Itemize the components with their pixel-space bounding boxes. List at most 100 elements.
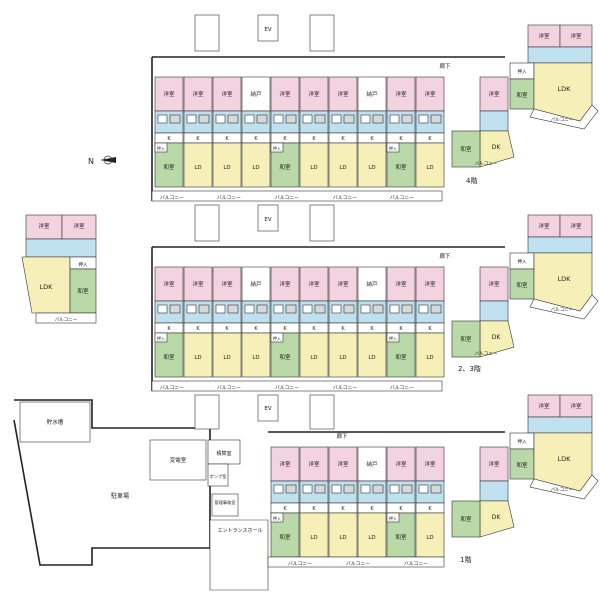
floors-group: EV廊下洋室K和室押入洋室KLD洋室KLD納戸KLD洋室K和室押入洋室KLD洋室… xyxy=(13,14,599,591)
balcony-strip xyxy=(151,190,443,202)
room-label: 洋室 xyxy=(337,460,349,468)
washroom xyxy=(169,114,181,124)
room-label: LDK xyxy=(558,85,572,93)
room-japanese xyxy=(451,130,481,168)
bath-area xyxy=(527,416,593,434)
balcony-label: バルコニー xyxy=(475,351,498,357)
room-label: DK xyxy=(492,144,502,151)
room-western xyxy=(241,76,271,112)
washroom xyxy=(343,304,355,314)
washroom xyxy=(285,114,297,124)
room-label: 納戸 xyxy=(250,90,262,98)
room-label: 洋室 xyxy=(538,32,550,40)
room-label: 和室 xyxy=(163,353,175,361)
washroom xyxy=(430,304,442,314)
room-label: 洋室 xyxy=(221,90,233,98)
room-western xyxy=(299,446,329,482)
room-label: 洋室 xyxy=(221,280,233,288)
room-western xyxy=(25,214,63,240)
room-western xyxy=(154,76,184,112)
washroom xyxy=(430,114,442,124)
room-label: 洋室 xyxy=(570,222,582,230)
kitchen-label: K xyxy=(370,506,374,512)
kitchen-label: K xyxy=(283,506,287,512)
north-arrow-icon: N xyxy=(88,155,116,166)
washroom xyxy=(343,484,355,494)
stair-core xyxy=(309,14,335,52)
room-label: 和室 xyxy=(516,91,528,99)
room-label: 和室 xyxy=(77,287,89,295)
wc xyxy=(360,114,371,124)
room-living xyxy=(357,332,387,378)
closet xyxy=(270,142,284,153)
wc xyxy=(157,304,168,314)
wc xyxy=(273,304,284,314)
wc xyxy=(273,114,284,124)
washroom xyxy=(401,304,413,314)
balcony xyxy=(529,294,599,320)
closet xyxy=(154,332,168,343)
room-label: LDK xyxy=(40,283,54,291)
balcony-label: バルコニー xyxy=(346,561,370,567)
floor-label-1: 1階 xyxy=(460,555,471,564)
washroom xyxy=(401,114,413,124)
room-label: LD xyxy=(310,535,317,541)
room-label: 洋室 xyxy=(538,402,550,410)
room-living xyxy=(270,332,300,378)
manager-office xyxy=(211,493,239,517)
washroom xyxy=(169,304,181,314)
balcony-label: バルコニー xyxy=(217,385,241,391)
room-japanese xyxy=(451,320,481,358)
room-label: 和室 xyxy=(460,145,472,153)
wc xyxy=(360,304,371,314)
ev-label: EV xyxy=(264,217,271,223)
wc xyxy=(215,304,226,314)
wc xyxy=(418,114,429,124)
balcony-label: バルコニー xyxy=(217,195,241,201)
balcony-label: バルコニー xyxy=(390,195,414,201)
wc xyxy=(331,114,342,124)
room-label: 洋室 xyxy=(73,222,85,230)
washroom xyxy=(372,114,384,124)
room-label: LD xyxy=(310,355,317,361)
room-label: LD xyxy=(426,535,433,541)
stair-core xyxy=(309,394,335,430)
wc xyxy=(389,484,400,494)
balcony-strip xyxy=(151,380,443,392)
wc xyxy=(215,114,226,124)
wc xyxy=(186,304,197,314)
wc xyxy=(331,304,342,314)
room-label: LDK xyxy=(558,455,572,463)
balcony-label: バルコニー xyxy=(333,195,357,201)
room-label: LDK xyxy=(558,275,572,283)
room-living xyxy=(183,142,213,188)
washroom xyxy=(227,304,239,314)
room-living xyxy=(241,142,271,188)
wc xyxy=(157,114,168,124)
room-label: 洋室 xyxy=(424,460,436,468)
parking-label: 駐車場 xyxy=(111,492,129,500)
wc xyxy=(302,114,313,124)
wc xyxy=(302,304,313,314)
room-western xyxy=(328,266,358,302)
room-label: 洋室 xyxy=(424,280,436,288)
wc xyxy=(273,484,284,494)
kitchen-label: K xyxy=(312,326,316,332)
room-label: 洋室 xyxy=(163,280,175,288)
room-living xyxy=(357,512,387,558)
room-label: 和室 xyxy=(395,533,407,541)
right-wing: 洋室洋室押入和室LDKバルコニー xyxy=(509,214,599,320)
closet xyxy=(270,512,284,523)
room-label: LD xyxy=(339,165,346,171)
room-living xyxy=(183,332,213,378)
power-room-label: 変電室 xyxy=(170,456,187,464)
water-tank-label: 貯水槽 xyxy=(47,418,64,426)
balcony-label: バルコニー xyxy=(160,195,184,201)
kitchen-label: K xyxy=(428,326,432,332)
